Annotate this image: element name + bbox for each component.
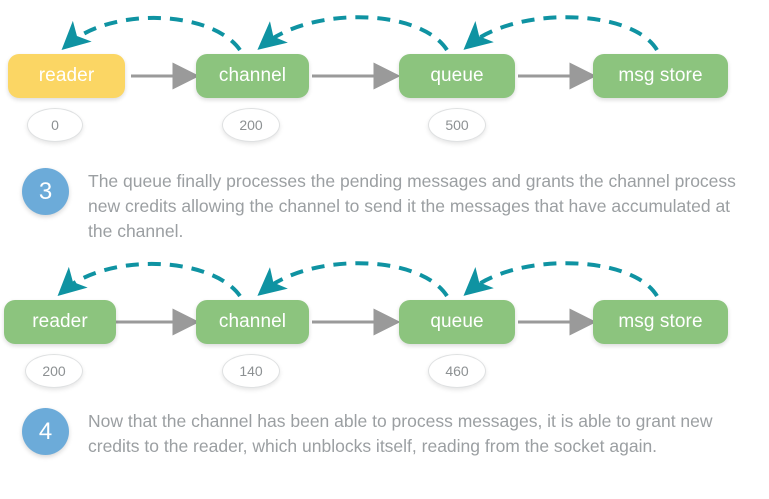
node-reader[interactable]: reader [8, 54, 125, 98]
credit-arrow-msgstore-to-queue [463, 15, 659, 52]
credit-arrow-channel-to-reader [57, 261, 242, 298]
node-label: msg store [618, 65, 703, 86]
credit-badge-reader: 200 [25, 354, 83, 388]
node-label: reader [32, 311, 88, 332]
node-queue[interactable]: queue [399, 54, 515, 98]
step-description: The queue finally processes the pending … [88, 171, 736, 241]
step-number: 4 [38, 417, 53, 445]
node-reader[interactable]: reader [4, 300, 116, 344]
credit-value: 200 [42, 363, 66, 379]
credit-value: 0 [51, 117, 59, 133]
flow-diagram-state-4: reader channel queue msg store 200 140 4… [0, 261, 769, 412]
credit-value: 500 [445, 117, 469, 133]
node-msg-store[interactable]: msg store [593, 54, 728, 98]
step-number: 3 [38, 177, 53, 205]
credit-badge-queue: 500 [428, 108, 486, 142]
node-label: queue [430, 65, 484, 86]
credit-arrow-queue-to-channel [257, 15, 449, 52]
node-label: channel [218, 311, 287, 332]
credit-value: 460 [445, 363, 469, 379]
node-label: channel [218, 65, 287, 86]
credit-badge-channel: 140 [222, 354, 280, 388]
credit-badge-channel: 200 [222, 108, 280, 142]
credit-arrow-channel-to-reader [61, 15, 242, 52]
node-channel[interactable]: channel [196, 300, 309, 344]
step-3: 3 The queue finally processes the pendin… [22, 168, 752, 244]
credit-arrow-queue-to-channel [257, 261, 449, 298]
node-label: reader [38, 65, 95, 86]
flow-diagram-state-3: reader channel queue msg store 0 200 500 [0, 0, 769, 150]
node-queue[interactable]: queue [399, 300, 515, 344]
step-number-badge: 4 [22, 408, 69, 455]
node-label: queue [430, 311, 484, 332]
step-description: Now that the channel has been able to pr… [88, 411, 713, 456]
step-4: 4 Now that the channel has been able to … [22, 408, 752, 459]
node-msg-store[interactable]: msg store [593, 300, 728, 344]
credit-badge-reader: 0 [27, 108, 83, 142]
credit-arrow-msgstore-to-queue [463, 261, 659, 298]
step-number-badge: 3 [22, 168, 69, 215]
node-channel[interactable]: channel [196, 54, 309, 98]
credit-value: 200 [239, 117, 263, 133]
credit-badge-queue: 460 [428, 354, 486, 388]
node-label: msg store [618, 311, 703, 332]
flow-arrows-svg-row2 [57, 261, 659, 336]
credit-value: 140 [239, 363, 263, 379]
flow-arrows-svg-row1 [61, 15, 659, 90]
